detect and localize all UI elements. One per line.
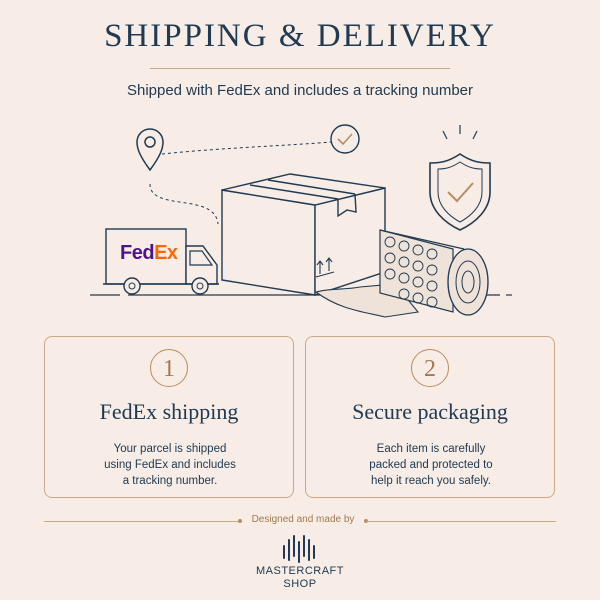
check-circle-icon bbox=[330, 124, 360, 154]
page-subtitle: Shipped with FedEx and includes a tracki… bbox=[126, 82, 474, 99]
feature-card-fedex: 1 FedEx shipping Your parcel is shipped … bbox=[44, 336, 294, 498]
card-description-line: packed and protected to bbox=[369, 459, 493, 471]
feature-card-packaging: 2 Secure packaging Each item is carefull… bbox=[305, 336, 555, 498]
location-pin-icon bbox=[136, 128, 164, 172]
card-description-line: a tracking number. bbox=[122, 475, 218, 487]
card-description: Your parcel is shipped using FedEx and i… bbox=[75, 441, 265, 489]
brand-name: MASTERCRAFT bbox=[256, 565, 344, 577]
bubble-wrap-roll-icon bbox=[379, 229, 489, 316]
footer-divider-left bbox=[44, 521, 240, 522]
step-number-badge: 2 bbox=[411, 349, 449, 387]
route-dashed-line bbox=[149, 183, 219, 225]
shipping-illustration: FedEx bbox=[90, 124, 512, 318]
shield-check-icon bbox=[429, 125, 491, 231]
route-dashed-line-upper bbox=[161, 141, 333, 155]
brand-name-sub: SHOP bbox=[283, 578, 317, 590]
footer-divider-right bbox=[366, 521, 556, 522]
cardboard-box-icon bbox=[221, 173, 386, 296]
card-description-line: Each item is carefully bbox=[376, 443, 486, 455]
card-description: Each item is carefully packed and protec… bbox=[336, 441, 526, 489]
card-title: Secure packaging bbox=[352, 399, 508, 424]
card-description-line: help it reach you safely. bbox=[371, 475, 491, 487]
step-number-badge: 1 bbox=[150, 349, 188, 387]
mastercraft-logo-icon bbox=[283, 535, 315, 563]
fedex-logo: FedEx bbox=[120, 242, 178, 264]
card-description-line: Your parcel is shipped bbox=[113, 443, 227, 455]
page-title: SHIPPING & DELIVERY bbox=[104, 18, 496, 54]
designed-by-text: Designed and made by bbox=[251, 514, 355, 525]
footer-divider-dot bbox=[238, 519, 242, 523]
delivery-truck-icon: FedEx bbox=[103, 228, 219, 295]
title-divider bbox=[150, 68, 450, 69]
card-title: FedEx shipping bbox=[99, 399, 239, 424]
card-description-line: using FedEx and includes bbox=[104, 459, 236, 471]
